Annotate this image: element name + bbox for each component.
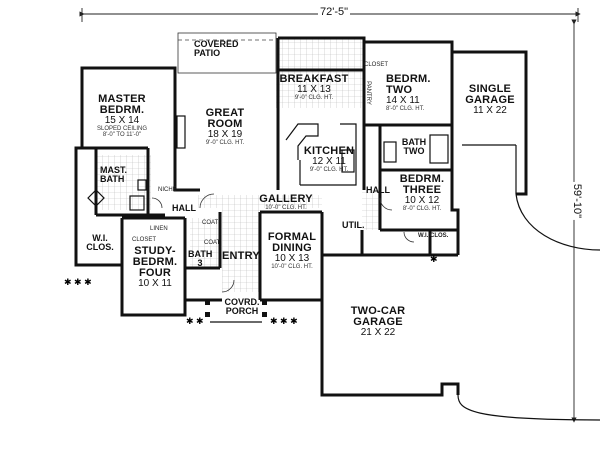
wi-clos-left-name: W.I. CLOS.: [86, 233, 114, 252]
gallery-ceiling: 10'-0" CLG. HT.: [265, 205, 307, 211]
room-master-bath: MAST. BATH: [100, 166, 140, 184]
interior-walls: [82, 70, 458, 300]
niche-label: NICHE: [158, 187, 177, 193]
bedrm-two-ceiling: 8'-0" CLG. HT.: [386, 106, 425, 112]
formal-dining-name: FORMAL DINING: [267, 231, 317, 254]
fireplace: [176, 115, 186, 149]
bedrm-three-size: 10 X 12: [404, 195, 440, 206]
bedrm-three-name: BEDRM. THREE: [399, 173, 445, 196]
coat-b-label: COAT: [204, 240, 220, 246]
room-bedroom-two: BEDRM. TWO 14 X 11 8'-0" CLG. HT.: [386, 73, 438, 113]
bedrm-three-ceiling: 8'-0" CLG. HT.: [402, 206, 442, 212]
room-walk-in-closet-right: W.I. CLOS.: [418, 233, 448, 239]
room-hall-left: HALL: [172, 204, 196, 213]
formal-dining-size: 10 X 13: [274, 253, 310, 264]
entry-name: ENTRY: [222, 250, 260, 262]
room-covered-porch: COVRD. PORCH: [220, 298, 264, 316]
bath-two-name: BATH TWO: [401, 137, 427, 156]
wi-clos-right-name: W.I. CLOS.: [418, 233, 449, 239]
room-single-garage: SINGLE GARAGE 11 X 22: [462, 84, 518, 116]
breakfast-size: 11 X 13: [297, 84, 331, 95]
pantry-label: PANTRY: [356, 81, 380, 105]
great-room-size: 18 X 19: [207, 129, 243, 140]
patio-outline: [177, 32, 277, 74]
linen-text: LINEN: [150, 226, 168, 232]
master-bath-fixtures: [87, 179, 147, 211]
great-room-name: GREAT ROOM: [205, 107, 245, 130]
covd-porch-name: COVRD. PORCH: [224, 297, 260, 316]
study-name: STUDY- BEDRM. FOUR: [132, 245, 178, 279]
room-utility: UTIL.: [342, 221, 365, 230]
bath-two-fixtures: [383, 134, 449, 164]
coat-b-text: COAT: [204, 240, 221, 246]
room-bedroom-three: BEDRM. THREE 10 X 12 8'-0" CLG. HT.: [394, 173, 450, 213]
hall-right-name: HALL: [366, 185, 390, 195]
room-walk-in-closet-left: W.I. CLOS.: [82, 234, 118, 252]
formal-dining-ceiling: 10'-0" CLG. HT.: [271, 264, 313, 270]
two-car-garage-name: TWO-CAR GARAGE: [350, 305, 406, 328]
coat-a-label: COAT: [202, 220, 218, 226]
closet-study-text: CLOSET: [132, 237, 157, 243]
single-garage-name: SINGLE GARAGE: [465, 83, 515, 106]
room-formal-dining: FORMAL DINING 10 X 13 10'-0" CLG. HT.: [262, 231, 322, 271]
closet-top-label: CLOSET: [364, 62, 388, 68]
coat-a-text: COAT: [202, 220, 219, 226]
kitchen-counters: [285, 123, 357, 186]
study-size: 10 X 11: [138, 278, 172, 289]
breakfast-name: BREAKFAST: [279, 73, 349, 85]
util-name: UTIL.: [342, 220, 365, 230]
svg-text:✱: ✱: [430, 254, 438, 264]
porch-columns: [205, 300, 267, 323]
breakfast-ceiling: 9'-0" CLG. HT.: [294, 95, 334, 101]
room-entry: ENTRY: [222, 251, 260, 262]
hall-left-name: HALL: [172, 203, 196, 213]
tiled-floor-areas: [96, 38, 380, 292]
room-kitchen: KITCHEN 12 X 11 9'-0" CLG. HT.: [302, 145, 356, 174]
room-hall-right: HALL: [366, 186, 390, 195]
width-dimension: 72'-5": [318, 6, 351, 18]
kitchen-name: KITCHEN: [303, 145, 355, 157]
kitchen-size: 12 X 11: [312, 156, 346, 167]
svg-text:✱ ✱ ✱: ✱ ✱ ✱: [270, 316, 298, 326]
great-room-ceiling: 9'-0" CLG. HT.: [205, 140, 245, 146]
door-swings: [151, 193, 415, 293]
room-bath-two: BATH TWO: [398, 138, 430, 156]
depth-dimension: 59'-10": [571, 181, 584, 221]
room-covered-patio: COVERED PATIO: [194, 40, 239, 58]
closet-study-label: CLOSET: [132, 237, 156, 243]
pantry-text: PANTRY: [364, 81, 371, 105]
linen-label: LINEN: [150, 226, 168, 232]
kitchen-ceiling: 9'-0" CLG. HT.: [309, 167, 349, 173]
room-two-car-garage: TWO-CAR GARAGE 21 X 22: [338, 306, 418, 338]
gallery-name: GALLERY: [259, 193, 313, 205]
room-breakfast: BREAKFAST 11 X 13 9'-0" CLG. HT.: [274, 73, 354, 102]
svg-text:✱ ✱: ✱ ✱: [186, 316, 204, 326]
room-bath-3: BATH 3: [188, 250, 212, 268]
master-size: 15 X 14: [104, 115, 140, 126]
svg-text:✱ ✱ ✱: ✱ ✱ ✱: [64, 277, 92, 287]
bedrm-two-size: 14 X 11: [386, 95, 420, 106]
master-ceiling: SLOPED CEILING 8'-0" TO 11'-0": [96, 126, 147, 138]
mast-bath-name: MAST. BATH: [100, 165, 127, 184]
room-great-room: GREAT ROOM 18 X 19 9'-0" CLG. HT.: [200, 107, 250, 147]
bedrm-two-name: BEDRM. TWO: [386, 73, 431, 96]
master-name: MASTER BEDRM.: [98, 93, 146, 116]
garage-driveway: [457, 144, 600, 421]
closet-top-text: CLOSET: [364, 62, 389, 68]
niche-text: NICHE: [158, 187, 177, 193]
bath3-name: BATH 3: [188, 249, 213, 268]
single-garage-size: 11 X 22: [473, 105, 507, 116]
landscape-shrubs: ✱ ✱ ✱ ✱ ✱ ✱ ✱ ✱ ✱: [64, 254, 438, 326]
room-gallery: GALLERY 10'-0" CLG. HT.: [256, 193, 316, 212]
two-car-garage-size: 21 X 22: [360, 327, 396, 338]
room-master-bedroom: MASTER BEDRM. 15 X 14 SLOPED CEILING 8'-…: [92, 93, 152, 139]
room-study-bedroom-four: STUDY- BEDRM. FOUR 10 X 11: [128, 246, 182, 289]
covered-patio-name: COVERED PATIO: [194, 39, 239, 58]
